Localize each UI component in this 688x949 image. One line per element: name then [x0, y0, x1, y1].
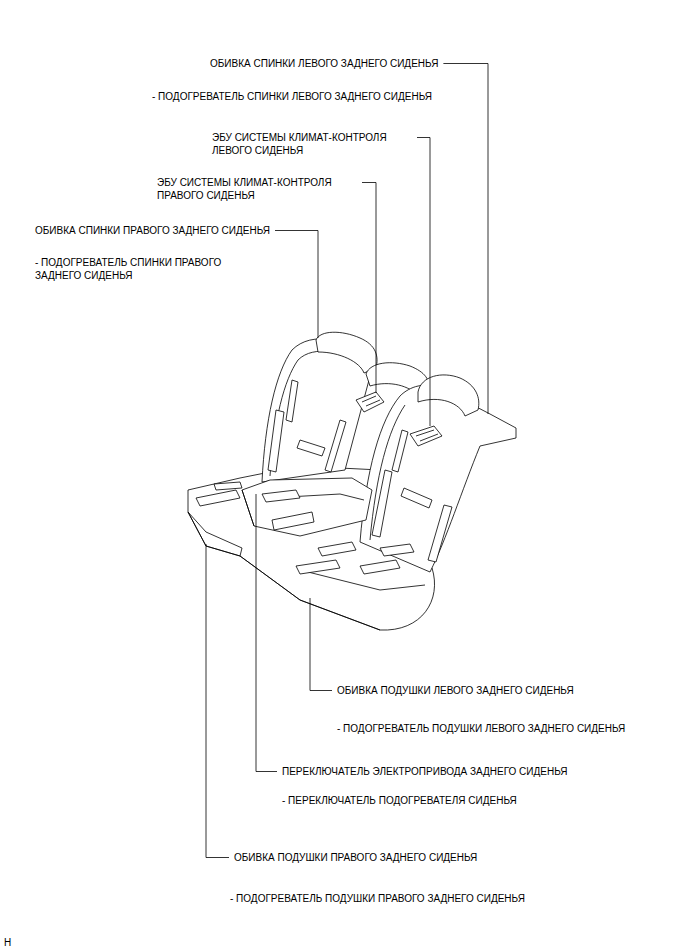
- part-label: - ПОДОГРЕВАТЕЛЬ ПОДУШКИ ПРАВОГО ЗАДНЕГО …: [230, 892, 525, 905]
- leader-line: [256, 494, 277, 772]
- leader-line: [310, 598, 332, 691]
- part-label: ОБИВКА ПОДУШКИ ЛЕВОГО ЗАДНЕГО СИДЕНЬЯ: [337, 684, 574, 697]
- part-label: - ПОДОГРЕВАТЕЛЬ СПИНКИ ЛЕВОГО ЗАДНЕГО СИ…: [152, 90, 432, 103]
- part-label: ОБИВКА СПИНКИ ЛЕВОГО ЗАДНЕГО СИДЕНЬЯ: [210, 57, 438, 70]
- part-label: - ПЕРЕКЛЮЧАТЕЛЬ ПОДОГРЕВАТЕЛЯ СИДЕНЬЯ: [282, 794, 517, 807]
- part-label: ПЕРЕКЛЮЧАТЕЛЬ ЭЛЕКТРОПРИВОДА ЗАДНЕГО СИД…: [282, 765, 568, 778]
- part-label: - ПОДОГРЕВАТЕЛЬ ПОДУШКИ ЛЕВОГО ЗАДНЕГО С…: [337, 722, 625, 735]
- leader-line: [443, 64, 488, 415]
- part-label: ЭБУ СИСТЕМЫ КЛИМАТ-КОНТРОЛЯ ПРАВОГО СИДЕ…: [157, 176, 357, 202]
- part-label: ОБИВКА СПИНКИ ПРАВОГО ЗАДНЕГО СИДЕНЬЯ: [35, 224, 270, 237]
- leader-line: [417, 138, 430, 427]
- leader-line: [362, 183, 376, 394]
- part-label: ЭБУ СИСТЕМЫ КЛИМАТ-КОНТРОЛЯ ЛЕВОГО СИДЕН…: [212, 131, 412, 157]
- part-label: - ПОДОГРЕВАТЕЛЬ СПИНКИ ПРАВОГО ЗАДНЕГО С…: [35, 256, 255, 282]
- part-label: ОБИВКА ПОДУШКИ ПРАВОГО ЗАДНЕГО СИДЕНЬЯ: [234, 851, 477, 864]
- leader-line: [275, 231, 318, 339]
- leader-line: [206, 544, 229, 858]
- sheet-code: H: [4, 936, 11, 949]
